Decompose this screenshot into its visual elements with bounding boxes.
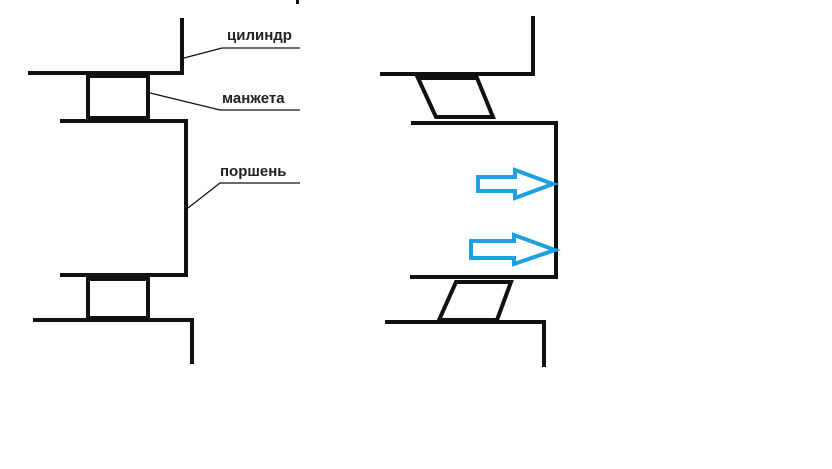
left-view: цилиндр манжета поршень: [28, 18, 300, 364]
cylinder-wall-top-left: [28, 18, 184, 75]
leader-line-piston: [187, 182, 300, 209]
piston-right: [410, 121, 558, 279]
piston-left: [60, 119, 188, 277]
label-piston: поршень: [220, 163, 287, 180]
cuff-upper-right: [414, 76, 496, 119]
cylinder-wall-bottom-left: [33, 318, 194, 364]
leader-line-cylinder: [183, 47, 300, 59]
pressure-arrow-upper: [476, 167, 559, 201]
top-mark: [296, 0, 299, 4]
label-cylinder: цилиндр: [227, 27, 292, 44]
pressure-arrow-lower: [469, 232, 561, 267]
right-view: [380, 16, 561, 367]
cylinder-wall-bottom-right: [385, 320, 546, 367]
cuff-lower-left: [86, 277, 150, 320]
leader-line-cuff: [145, 91, 300, 111]
cylinder-wall-top-right: [380, 16, 535, 76]
cuff-upper-left: [86, 74, 150, 120]
label-cuff: манжета: [222, 90, 285, 107]
cuff-lower-right: [435, 280, 514, 322]
